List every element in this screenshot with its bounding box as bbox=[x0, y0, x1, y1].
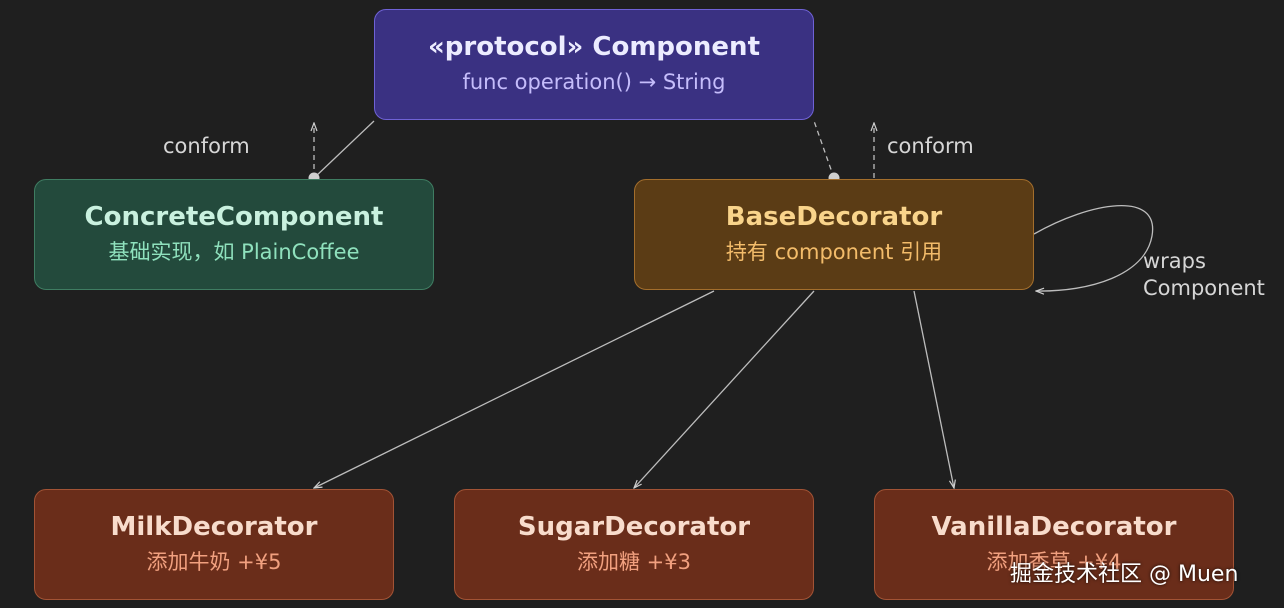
watermark: 掘金技术社区 @ Muen bbox=[1010, 562, 1239, 587]
edge-wraps-loop bbox=[1033, 205, 1154, 291]
conform-label-right: conform bbox=[887, 134, 974, 158]
concrete-component-node: ConcreteComponent 基础实现，如 PlainCoffee bbox=[34, 179, 434, 290]
milk-decorator-subtitle: 添加牛奶 +¥5 bbox=[146, 550, 282, 575]
wraps-component-label: wraps Component bbox=[1143, 248, 1265, 302]
base-decorator-node: BaseDecorator 持有 component 引用 bbox=[634, 179, 1034, 290]
vanilla-decorator-title: VanillaDecorator bbox=[931, 512, 1177, 543]
sugar-decorator-title: SugarDecorator bbox=[517, 512, 751, 543]
vanilla-decorator-node: VanillaDecorator 添加香草 +¥4 bbox=[874, 489, 1234, 600]
milk-decorator-title: MilkDecorator bbox=[110, 512, 318, 543]
conform-label-left: conform bbox=[163, 134, 250, 158]
edge-base-to-sugar bbox=[634, 290, 815, 488]
edge-concrete-to-protocol bbox=[313, 120, 375, 179]
protocol-component-title: «protocol» Component bbox=[427, 32, 760, 63]
edge-base-to-vanilla bbox=[913, 290, 954, 488]
wraps-label-line2: Component bbox=[1143, 276, 1265, 300]
sugar-decorator-node: SugarDecorator 添加糖 +¥3 bbox=[454, 489, 814, 600]
base-decorator-subtitle: 持有 component 引用 bbox=[725, 240, 943, 265]
concrete-component-subtitle: 基础实现，如 PlainCoffee bbox=[108, 240, 360, 265]
sugar-decorator-subtitle: 添加糖 +¥3 bbox=[577, 550, 691, 575]
vanilla-decorator-subtitle: 添加香草 +¥4 bbox=[986, 550, 1122, 575]
concrete-component-title: ConcreteComponent bbox=[84, 202, 384, 233]
protocol-component-subtitle: func operation() → String bbox=[462, 70, 726, 95]
edge-base-to-milk bbox=[314, 290, 715, 488]
wraps-label-line1: wraps bbox=[1143, 249, 1206, 273]
protocol-component-node: «protocol» Component func operation() → … bbox=[374, 9, 814, 120]
edge-base-to-protocol-dashed bbox=[813, 120, 835, 179]
base-decorator-title: BaseDecorator bbox=[725, 202, 943, 233]
milk-decorator-node: MilkDecorator 添加牛奶 +¥5 bbox=[34, 489, 394, 600]
